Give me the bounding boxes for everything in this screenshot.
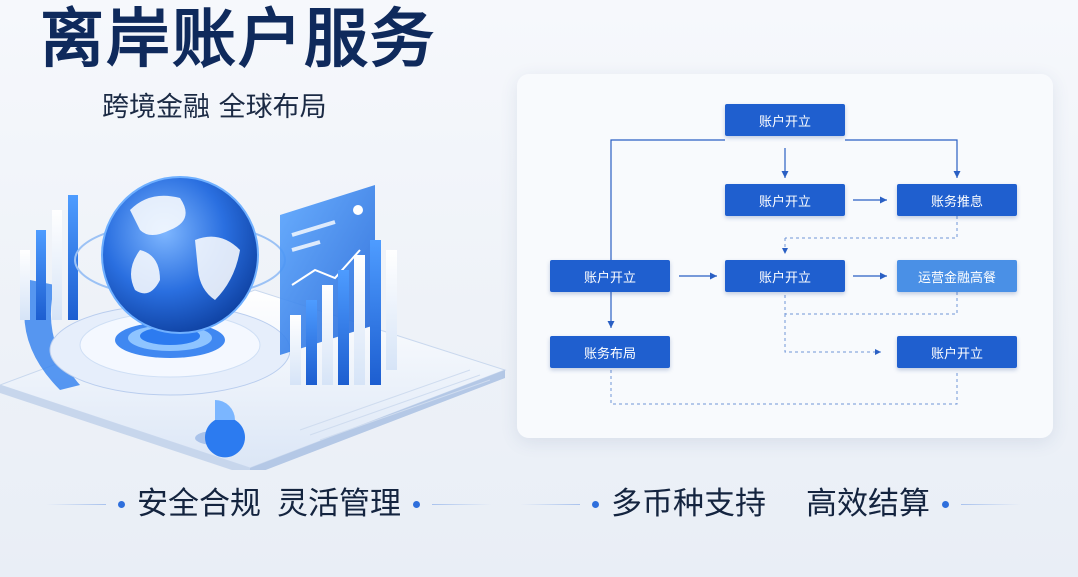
left-bar-chart <box>20 195 78 320</box>
tagline-right: 多币种支持 高效结算 <box>520 482 1021 526</box>
pie-chart-icon <box>195 400 245 458</box>
bullet-dot-icon <box>118 500 125 508</box>
page-subtitle: 跨境金融 全球布局 <box>102 92 327 123</box>
globe-finance-illustration <box>0 176 507 470</box>
page-title: 离岸账户服务 <box>40 3 436 77</box>
bullet-dot-icon <box>413 500 420 508</box>
dashboard-screen <box>280 185 375 355</box>
tagline-flexible: 灵活管理 <box>277 486 401 522</box>
tagline-security: 安全合规 <box>137 486 261 522</box>
node-bottom-left: 账务布局 <box>550 336 670 368</box>
node-mid-center: 账户开立 <box>725 184 845 216</box>
tagline-multicurrency: 多币种支持 <box>611 486 766 522</box>
node-left: 账户开立 <box>550 260 670 292</box>
flowchart-connectors <box>607 139 961 405</box>
tagline-left: 安全合规 灵活管理 <box>46 482 492 526</box>
flowchart-panel: 账户开立 账户开立 账务推息 账户开立 账户开立 运营金融高餐 账务布局 账户开… <box>517 74 1053 438</box>
node-bottom-right: 账户开立 <box>897 336 1017 368</box>
tagline-settlement: 高效结算 <box>806 486 930 522</box>
bullet-dot-icon <box>592 500 599 508</box>
right-bar-chart <box>290 240 397 385</box>
node-mid-right: 账务推息 <box>897 184 1017 216</box>
node-center: 账户开立 <box>725 260 845 292</box>
node-center-right: 运营金融高餐 <box>897 260 1017 292</box>
bullet-dot-icon <box>942 500 949 508</box>
node-top: 账户开立 <box>725 104 845 136</box>
